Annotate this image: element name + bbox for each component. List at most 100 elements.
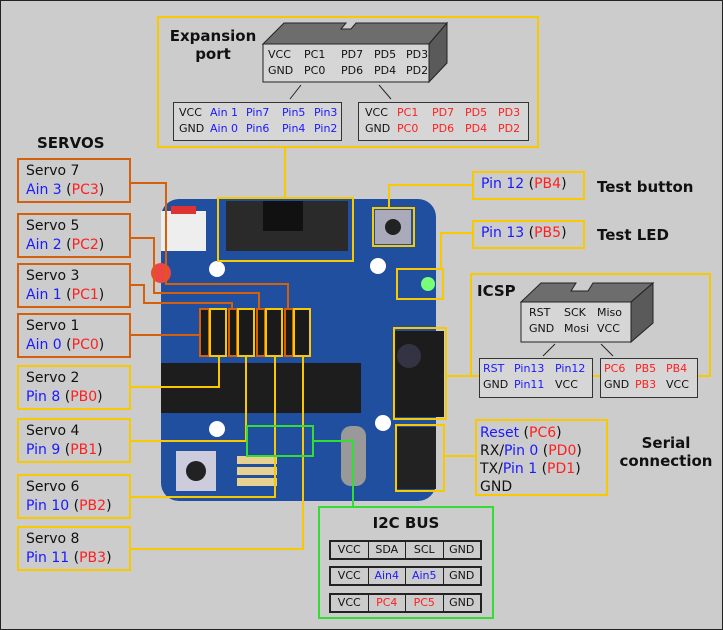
serial-title-line2: connection xyxy=(619,452,713,470)
test-button-port: PB4 xyxy=(524,176,566,192)
pin-label: Pin11 xyxy=(514,378,545,391)
pin-label: Pin13 xyxy=(514,362,545,375)
i2c-pin-label: SCL xyxy=(406,542,444,558)
pin-label: PD2 xyxy=(406,64,429,77)
pin-label: Pin7 xyxy=(246,106,270,119)
pin-label: PD2 xyxy=(498,122,521,135)
expansion-connector-graphic xyxy=(261,21,449,100)
test-led-port: PB5 xyxy=(524,225,566,241)
serial-rx-alias: Pin 0 xyxy=(504,443,539,459)
servo-port: PC1 xyxy=(62,287,105,303)
expansion-avr-box xyxy=(358,102,529,141)
servo-pin-line: Ain 2PC2 xyxy=(26,236,129,255)
pin-label: PC1 xyxy=(397,106,419,119)
serial-label: ResetPC6 RX/Pin 0PD0 TX/Pin 1PD1 GND xyxy=(475,419,608,496)
pin-label: Pin5 xyxy=(282,106,306,119)
pin-label: PB3 xyxy=(635,378,657,391)
pin-label: GND xyxy=(268,64,294,77)
pin-label: PD3 xyxy=(406,48,429,61)
servo-name: Servo 4 xyxy=(26,423,80,439)
servos-title: SERVOS xyxy=(37,134,105,152)
pin-label: GND xyxy=(529,322,555,335)
pin-label: Ain 1 xyxy=(210,106,239,119)
pin-label: PD6 xyxy=(341,64,364,77)
test-led-label: Pin 13PB5 xyxy=(472,220,585,249)
pin-label: PD7 xyxy=(341,48,364,61)
i2c-pin-label: Ain4 xyxy=(369,568,406,584)
pin-label: PD3 xyxy=(498,106,521,119)
pin-label: VCC xyxy=(365,106,388,119)
i2c-pin-label: PC5 xyxy=(406,595,444,611)
serial-tx-prefix: TX/ xyxy=(480,461,503,477)
serial-title: Serial connection xyxy=(611,434,721,470)
servo-alias: Pin 9 xyxy=(26,442,61,458)
pin-label: PC6 xyxy=(604,362,626,375)
servo-name: Servo 2 xyxy=(26,370,80,386)
servo-alias: Ain 0 xyxy=(26,337,62,353)
test-button-alias: Pin 12 xyxy=(481,176,525,192)
pin-label: Pin3 xyxy=(314,106,338,119)
i2c-pin-label: GND xyxy=(449,596,475,609)
servo-pin-line: Ain 3PC3 xyxy=(26,181,129,200)
icsp-title: ICSP xyxy=(477,282,516,300)
pin-label: PB4 xyxy=(666,362,688,375)
expansion-title-line1: Expansion xyxy=(169,27,257,45)
pin-label: RST xyxy=(483,362,505,375)
servo-port: PB2 xyxy=(69,498,111,514)
pin-label: PD6 xyxy=(432,122,455,135)
test-led-title: Test LED xyxy=(597,226,669,244)
pin-label: PD5 xyxy=(465,106,488,119)
pin-label: PB5 xyxy=(635,362,657,375)
servo-alias: Pin 8 xyxy=(26,389,61,405)
i2c-pin-label: PC4 xyxy=(369,595,406,611)
servo-name: Servo 3 xyxy=(26,268,80,284)
pin-label: VCC xyxy=(179,106,202,119)
pin-label: GND xyxy=(604,378,630,391)
i2c-pin-label: SDA xyxy=(369,542,406,558)
servo-alias: Pin 10 xyxy=(26,498,70,514)
serial-tx-alias: Pin 1 xyxy=(502,461,538,477)
serial-gnd: GND xyxy=(480,479,513,495)
pin-label: Pin12 xyxy=(555,362,586,375)
pin-label: VCC xyxy=(666,378,689,391)
icsp-arduino-box xyxy=(479,358,593,398)
servo-alias: Pin 11 xyxy=(26,550,70,566)
i2c-pin-label: VCC xyxy=(331,542,369,558)
pin-label: PD7 xyxy=(432,106,455,119)
i2c-pin-label: Ain5 xyxy=(406,568,444,584)
pin-label: Miso xyxy=(597,306,623,319)
servo-pin-line: Pin 8PB0 xyxy=(26,388,129,407)
power-switch xyxy=(161,211,206,251)
pin-label: VCC xyxy=(268,48,291,61)
servo-name: Servo 6 xyxy=(26,479,80,495)
expansion-port-panel: Expansion port xyxy=(157,16,539,148)
servo-pin-line: Pin 10PB2 xyxy=(26,497,129,516)
servo-label: Servo 4 Pin 9PB1 xyxy=(17,418,131,463)
test-led-alias: Pin 13 xyxy=(481,225,525,241)
servo-name: Servo 5 xyxy=(26,218,80,234)
servo-alias: Ain 3 xyxy=(26,182,62,198)
pin-label: RST xyxy=(529,306,551,319)
servo-port: PC0 xyxy=(62,337,105,353)
servo-pin-line: Ain 0PC0 xyxy=(26,336,129,355)
expansion-title-line2: port xyxy=(195,45,231,63)
servo-pin-line: Pin 9PB1 xyxy=(26,441,129,460)
i2c-pin-label: VCC xyxy=(331,595,369,611)
serial-title-line1: Serial xyxy=(641,434,691,452)
capacitor xyxy=(397,344,421,368)
expansion-arduino-box xyxy=(173,102,342,141)
serial-rx-port: PD0 xyxy=(538,443,582,459)
expansion-port-title: Expansion port xyxy=(163,27,263,63)
servo-port: PC3 xyxy=(62,182,105,198)
serial-header-photo xyxy=(396,427,436,489)
pin-label: SCK xyxy=(564,306,586,319)
